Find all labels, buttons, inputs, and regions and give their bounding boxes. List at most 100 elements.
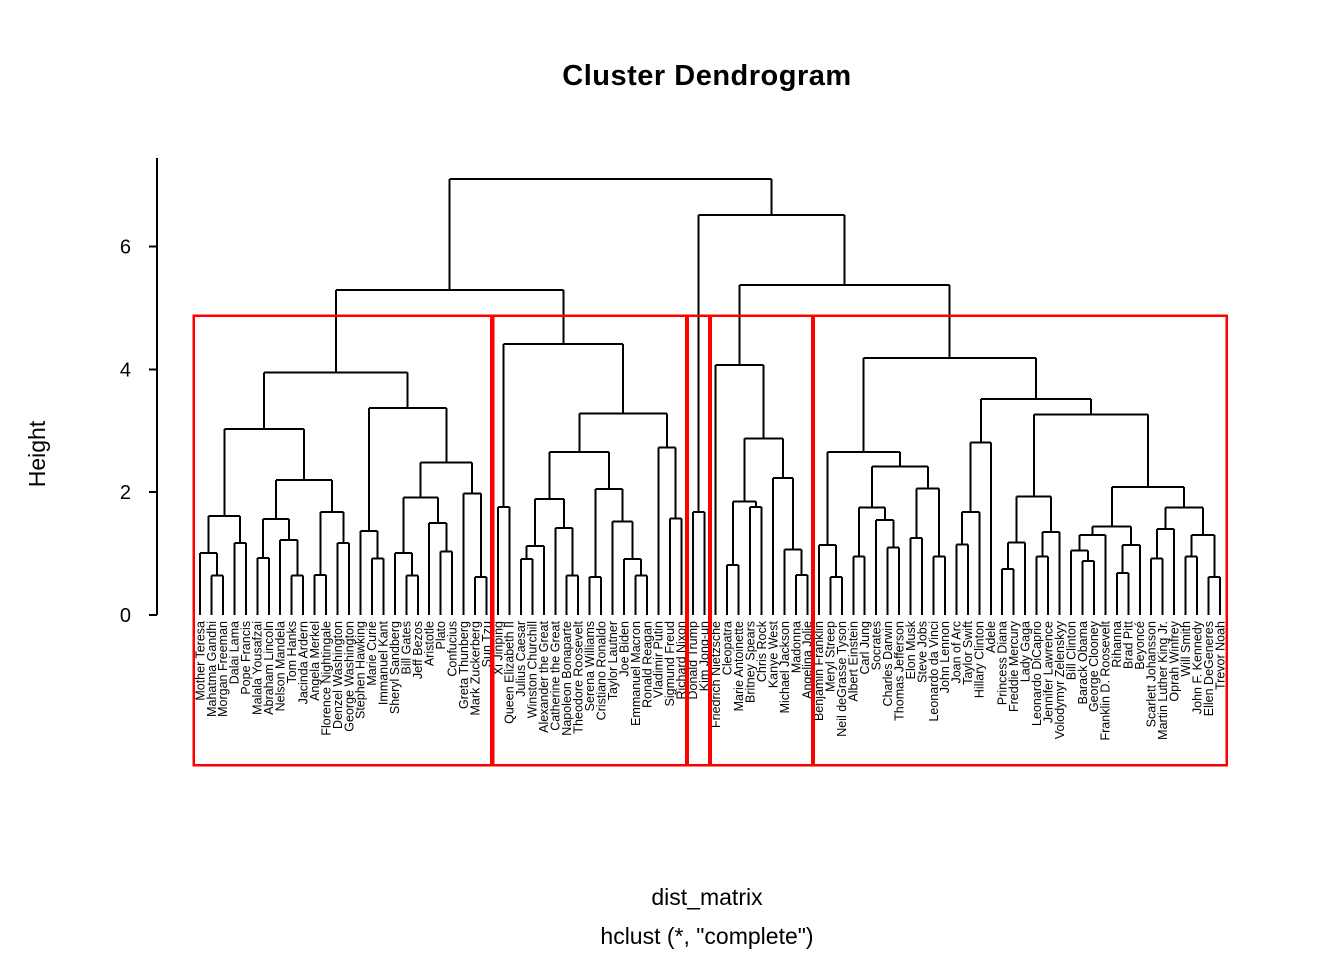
leaf-label: Marie Curie — [365, 621, 379, 686]
leaf-label: Will Smith — [1179, 621, 1193, 677]
leaf-label: Taylor Swift — [961, 620, 975, 684]
cluster-box — [490, 314, 690, 767]
leaf-label: Princess Diana — [996, 621, 1010, 705]
leaf-label: Mother Teresa — [193, 621, 207, 701]
leaf-label: Carl Jung — [858, 621, 872, 675]
leaf-label: Jeff Bezos — [411, 621, 425, 679]
leaf-label: Malala Yousafzai — [251, 621, 265, 715]
leaf-label: Adele — [984, 621, 998, 653]
leaf-label: Friedrich Nietzsche — [709, 621, 723, 728]
leaf-label: Queen Elizabeth II — [503, 621, 517, 724]
leaf-label: Catherine the Great — [549, 620, 563, 730]
chart-title: Cluster Dendrogram — [562, 60, 852, 92]
leaf-label: Greta Thunberg — [457, 621, 471, 709]
leaf-label: Confucius — [445, 621, 459, 677]
cluster-box — [192, 314, 495, 767]
cluster-box — [811, 314, 1228, 767]
dendrogram-links — [199, 177, 1221, 615]
leaf-label: Florence Nightingale — [319, 621, 333, 736]
leaf-label: Bill Clinton — [1064, 621, 1078, 680]
leaf-label: Abraham Lincoln — [262, 621, 276, 715]
leaf-label: John Lennon — [938, 621, 952, 693]
leaf-label: Beyoncé — [1133, 621, 1147, 670]
leaf-label: Lady Gaga — [1018, 621, 1032, 682]
leaf-label: Aristotle — [423, 621, 437, 666]
cluster-box — [707, 314, 816, 767]
leaf-label: Socrates — [869, 621, 883, 670]
leaf-label: Bill Gates — [400, 621, 414, 675]
leaf-label: Ronald Reagan — [640, 621, 654, 708]
leaf-label: Meryl Streep — [824, 621, 838, 692]
leaf-label: Cleopatra — [720, 621, 734, 675]
leaf-label: Sigmund Freud — [663, 621, 677, 707]
leaf-label: Franklin D. Roosevelt — [1099, 620, 1113, 740]
leaf-label: Leonardo da Vinci — [927, 621, 941, 722]
leaf-label: Charles Darwin — [881, 621, 895, 706]
leaf-label: Volodymyr Zelenskyy — [1053, 620, 1067, 739]
leaf-label: Madonna — [789, 621, 803, 673]
leaf-label: George Washington — [342, 621, 356, 732]
y-axis-tick-label: 0 — [120, 605, 131, 627]
leaf-label: Jennifer Lawrence — [1041, 621, 1055, 723]
leaf-label: Dalai Lama — [228, 621, 242, 684]
leaf-label: Rihanna — [1110, 621, 1124, 668]
leaf-label: Denzel Washington — [331, 621, 345, 729]
leaf-label: Benjamin Franklin — [812, 621, 826, 721]
y-axis-tick-label: 6 — [120, 236, 131, 258]
leaf-label: Barack Obama — [1076, 621, 1090, 704]
leaf-label: Oprah Winfrey — [1167, 620, 1181, 701]
leaf-label: Julius Caesar — [514, 621, 528, 697]
leaf-label: Mark Zuckerberg — [468, 621, 482, 716]
leaf-label: Angela Merkel — [308, 621, 322, 701]
leaf-label: Tom Hanks — [285, 621, 299, 684]
leaf-label: Neil deGrasse Tyson — [835, 621, 849, 737]
leaf-label: Thomas Jefferson — [892, 621, 906, 721]
leaf-label: John F. Kennedy — [1190, 620, 1204, 714]
leaf-label: Immanuel Kant — [377, 620, 391, 705]
leaf-label: Xi Jinping — [491, 621, 505, 675]
leaf-label: Freddie Mercury — [1007, 620, 1021, 712]
leaf-label: Trevor Noah — [1213, 621, 1227, 690]
leaf-label: Serena Williams — [583, 621, 597, 711]
leaf-label: Chris Rock — [755, 620, 769, 682]
x-axis-caption: dist_matrix — [651, 884, 763, 910]
leaf-label: Cristiano Ronaldo — [594, 621, 608, 720]
leaf-label: Michael Jackson — [778, 621, 792, 713]
leaf-label: Vladimir Putin — [652, 621, 666, 698]
leaf-label: Elon Musk — [904, 620, 918, 679]
leaf-label: Stephen Hawking — [354, 621, 368, 719]
leaf-label: Alexander the Great — [537, 620, 551, 732]
y-axis-tick-label: 2 — [120, 482, 131, 504]
leaf-label: Sheryl Sandberg — [388, 621, 402, 714]
leaf-label: Pope Francis — [239, 621, 253, 695]
leaf-label: Leonardo DiCaprio — [1030, 621, 1044, 726]
leaf-label: Scarlett Johansson — [1145, 621, 1159, 727]
leaf-label: Marie Antoinette — [732, 621, 746, 711]
leaf-label: Mahatma Gandhi — [205, 621, 219, 717]
leaf-label: Joe Biden — [617, 621, 631, 677]
leaf-label: Taylor Lautner — [606, 621, 620, 700]
leaf-label: Kanye West — [766, 620, 780, 688]
leaf-label: Plato — [434, 621, 448, 650]
leaf-label: Winston Churchill — [526, 621, 540, 718]
hclust-method-caption: hclust (*, "complete") — [600, 923, 814, 949]
leaf-label: George Clooney — [1087, 620, 1101, 712]
leaf-label: Brad Pitt — [1122, 620, 1136, 668]
leaf-label: Hillary Clinton — [973, 621, 987, 698]
leaf-label: Theodore Roosevelt — [572, 620, 586, 733]
leaf-label: Martin Luther King Jr. — [1156, 621, 1170, 740]
cluster-box — [685, 314, 713, 767]
leaf-label: Jacinda Ardern — [296, 621, 310, 704]
leaf-label: Napoleon Bonaparte — [560, 621, 574, 736]
leaf-label: Nelson Mandela — [274, 621, 288, 711]
leaf-label: Donald Trump — [686, 621, 700, 700]
leaf-label: Morgan Freeman — [216, 621, 230, 717]
leaf-label: Ellen DeGeneres — [1202, 621, 1216, 716]
leaf-label: Joan of Arc — [950, 621, 964, 684]
y-axis-tick-label: 4 — [120, 359, 131, 381]
leaf-label: Britney Spears — [743, 621, 757, 703]
leaf-label: Albert Einstein — [847, 621, 861, 702]
leaf-label: Steve Jobs — [915, 621, 929, 683]
